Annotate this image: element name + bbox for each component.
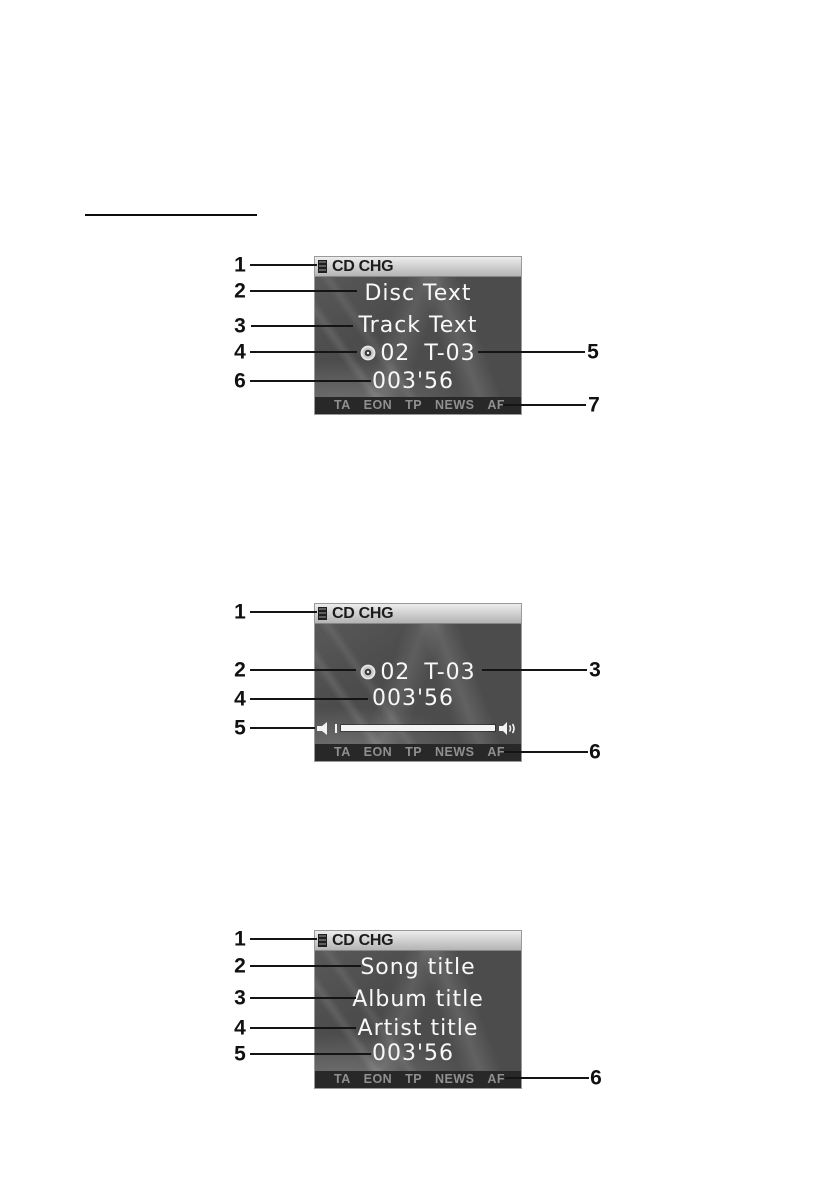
artist-title: Artist title [357, 1016, 479, 1041]
callout-line [250, 938, 317, 940]
callout-line [250, 611, 317, 613]
callout-number: 4 [234, 340, 246, 364]
cd-icon [360, 345, 376, 361]
screen-header: CD CHG [315, 931, 521, 951]
status-bar: TA EON TP NEWS AF [315, 1071, 521, 1088]
callout-line [251, 325, 353, 327]
status-af: AF [487, 1072, 505, 1086]
status-ta: TA [334, 1072, 351, 1086]
callout-number: 2 [234, 658, 246, 682]
status-tp: TP [405, 1072, 423, 1086]
section-underline [85, 214, 257, 216]
callout-number: 1 [234, 927, 246, 951]
screen-mp3-tag-display: CD CHG Song title Album title Artist tit… [315, 931, 521, 1088]
callout-line [250, 1053, 371, 1055]
play-time: 003'56 [371, 369, 455, 394]
disc-number: 02 [380, 659, 411, 685]
callout-line [250, 727, 315, 729]
screen-header: CD CHG [315, 604, 521, 624]
callout-number: 2 [234, 279, 246, 303]
callout-line [250, 965, 361, 967]
screen-cd-text-display: CD CHG Disc Text Track Text 02 T-03 003'… [315, 257, 521, 414]
screen-body: Song title Album title Artist title 003'… [315, 951, 521, 1071]
status-bar: TA EON TP NEWS AF [315, 397, 521, 414]
screen-body: Disc Text Track Text 02 T-03 003'56 [315, 277, 521, 397]
song-title: Song title [360, 955, 476, 980]
callout-line [504, 751, 588, 753]
cd-icon [360, 664, 376, 680]
callout-line [250, 264, 317, 266]
disc-track-row: 02 T-03 [315, 659, 521, 685]
screen-playback-volume-display: CD CHG 02 T-03 003'56 TA EON T [315, 604, 521, 761]
status-eon: EON [363, 398, 393, 412]
disc-changer-icon [318, 934, 327, 947]
volume-level-bar [341, 725, 495, 731]
callout-number: 1 [234, 600, 246, 624]
status-ta: TA [334, 745, 351, 759]
callout-number: 3 [589, 658, 601, 682]
screen-header: CD CHG [315, 257, 521, 277]
volume-row [317, 720, 517, 736]
track-number: T-03 [424, 340, 476, 366]
status-af: AF [487, 745, 505, 759]
callout-number: 5 [587, 340, 599, 364]
callout-line [250, 351, 357, 353]
callout-number: 5 [234, 1042, 246, 1066]
callout-number: 6 [590, 1066, 602, 1090]
status-ta: TA [334, 398, 351, 412]
disc-changer-icon [318, 260, 327, 273]
source-label: CD CHG [332, 257, 394, 275]
callout-number: 6 [234, 369, 246, 393]
callout-number: 4 [234, 1016, 246, 1040]
callout-line [250, 997, 356, 999]
disc-text: Disc Text [364, 281, 472, 306]
disc-number: 02 [380, 340, 411, 366]
album-title: Album title [352, 987, 484, 1012]
volume-tick [335, 723, 337, 733]
callout-number: 4 [234, 687, 246, 711]
status-tp: TP [405, 398, 423, 412]
screen-body: 02 T-03 003'56 [315, 624, 521, 744]
disc-changer-icon [318, 607, 327, 620]
disc-track-row: 02 T-03 [315, 340, 521, 366]
callout-number: 3 [234, 986, 246, 1010]
callout-number: 7 [588, 393, 600, 417]
callout-line [482, 669, 587, 671]
speaker-min-icon [317, 721, 327, 735]
speaker-max-icon [499, 721, 515, 735]
callout-line [250, 380, 371, 382]
callout-line [250, 698, 368, 700]
callout-number: 5 [234, 716, 246, 740]
callout-line [250, 669, 356, 671]
play-time: 003'56 [371, 1041, 455, 1066]
status-eon: EON [363, 1072, 393, 1086]
callout-line [505, 1077, 589, 1079]
callout-number: 3 [234, 314, 246, 338]
status-news: NEWS [434, 745, 475, 759]
status-tp: TP [405, 745, 423, 759]
track-number: T-03 [424, 659, 476, 685]
status-eon: EON [363, 745, 393, 759]
callout-line [250, 1027, 356, 1029]
callout-number: 1 [234, 253, 246, 277]
source-label: CD CHG [332, 604, 394, 622]
play-time: 003'56 [371, 686, 455, 711]
status-news: NEWS [434, 398, 475, 412]
source-label: CD CHG [332, 931, 394, 949]
callout-line [250, 290, 357, 292]
status-af: AF [487, 398, 505, 412]
callout-line [478, 351, 585, 353]
status-news: NEWS [434, 1072, 475, 1086]
callout-number: 2 [234, 954, 246, 978]
track-text: Track Text [358, 313, 478, 338]
callout-line [503, 404, 586, 406]
callout-number: 6 [589, 740, 601, 764]
status-bar: TA EON TP NEWS AF [315, 744, 521, 761]
